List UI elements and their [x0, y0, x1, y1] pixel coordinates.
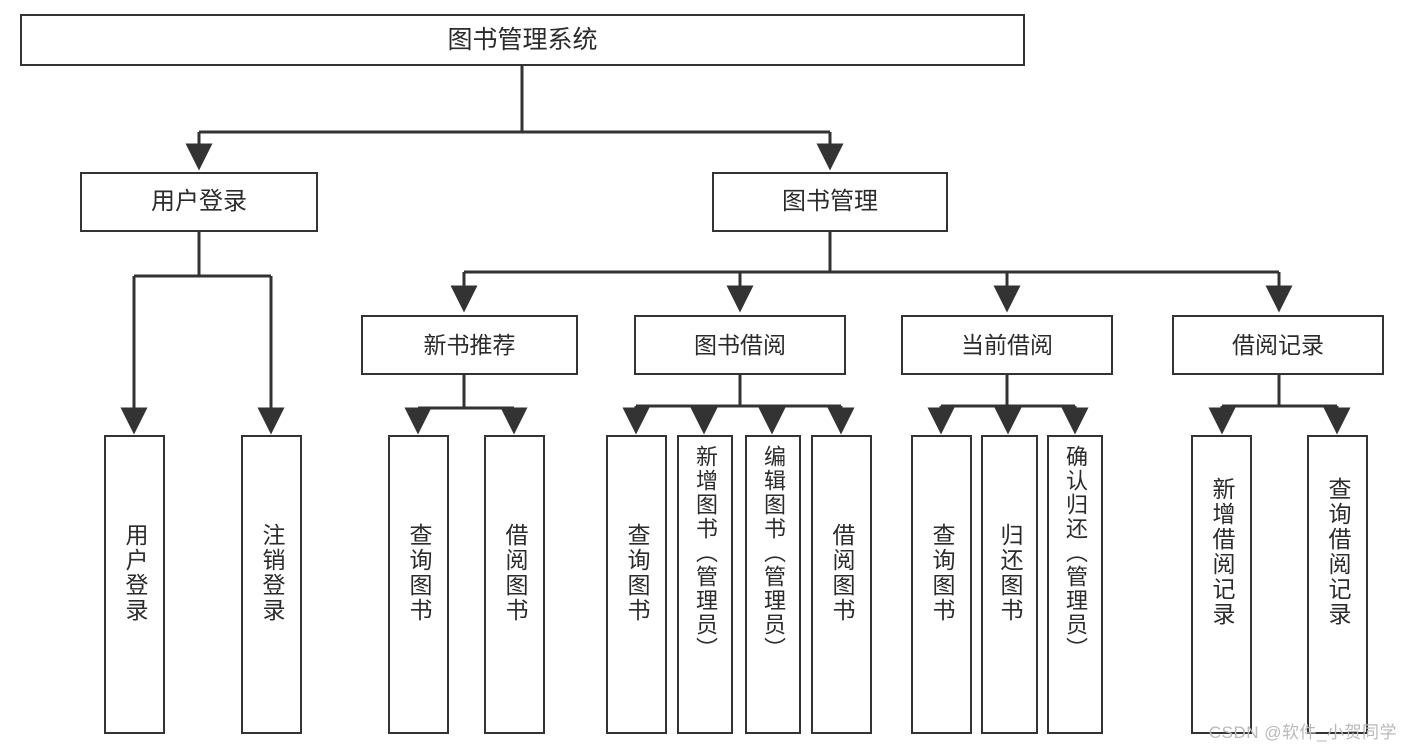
- node-leaf-return-book[interactable]: 归还图书: [981, 435, 1038, 734]
- node-label: 新增图书（管理员）: [693, 445, 718, 661]
- node-label: 新增借阅记录: [1209, 477, 1235, 627]
- node-label: 图书借阅: [694, 331, 786, 358]
- node-leaf-add-borrow-record[interactable]: 新增借阅记录: [1191, 435, 1252, 734]
- node-label: 借阅图书: [829, 523, 855, 623]
- csdn-watermark: CSDN @软件_小贺同学: [1208, 723, 1397, 742]
- node-label: 用户登录: [151, 188, 247, 216]
- node-leaf-query-book-recommend[interactable]: 查询图书: [388, 435, 449, 734]
- node-label: 查询图书: [929, 523, 955, 623]
- node-book-management[interactable]: 图书管理: [712, 172, 948, 232]
- node-label: 查询借阅记录: [1325, 477, 1351, 627]
- node-leaf-logout[interactable]: 注销登录: [241, 435, 302, 734]
- node-label: 图书管理: [782, 188, 878, 216]
- node-new-book-recommend[interactable]: 新书推荐: [361, 315, 578, 375]
- node-leaf-borrow-book-recommend[interactable]: 借阅图书: [484, 435, 545, 734]
- node-leaf-user-login[interactable]: 用户登录: [104, 435, 165, 734]
- node-borrow-record[interactable]: 借阅记录: [1172, 315, 1384, 375]
- node-leaf-confirm-return-admin[interactable]: 确认归还（管理员）: [1047, 435, 1103, 734]
- node-book-borrow[interactable]: 图书借阅: [634, 315, 846, 375]
- node-label: 查询图书: [624, 523, 650, 623]
- node-leaf-query-borrow-record[interactable]: 查询借阅记录: [1307, 435, 1368, 734]
- node-label: 查询图书: [406, 523, 432, 623]
- node-leaf-query-book-current[interactable]: 查询图书: [911, 435, 972, 734]
- node-label: 注销登录: [259, 523, 285, 623]
- node-label: 确认归还（管理员）: [1063, 445, 1088, 661]
- node-label: 图书管理系统: [447, 25, 598, 54]
- node-user-login[interactable]: 用户登录: [80, 172, 318, 232]
- node-current-borrow[interactable]: 当前借阅: [901, 315, 1113, 375]
- node-label: 借阅图书: [502, 523, 528, 623]
- node-label: 当前借阅: [961, 331, 1053, 358]
- node-leaf-add-book-admin[interactable]: 新增图书（管理员）: [677, 435, 733, 734]
- node-label: 编辑图书（管理员）: [761, 445, 786, 661]
- node-label: 新书推荐: [423, 331, 516, 358]
- node-label: 用户登录: [122, 523, 148, 623]
- node-leaf-edit-book-admin[interactable]: 编辑图书（管理员）: [745, 435, 801, 734]
- node-leaf-query-book-borrow[interactable]: 查询图书: [606, 435, 667, 734]
- node-label: 归还图书: [997, 523, 1023, 623]
- node-root-book-management-system[interactable]: 图书管理系统: [20, 14, 1025, 66]
- node-leaf-borrow-book[interactable]: 借阅图书: [811, 435, 872, 734]
- node-label: 借阅记录: [1232, 331, 1324, 358]
